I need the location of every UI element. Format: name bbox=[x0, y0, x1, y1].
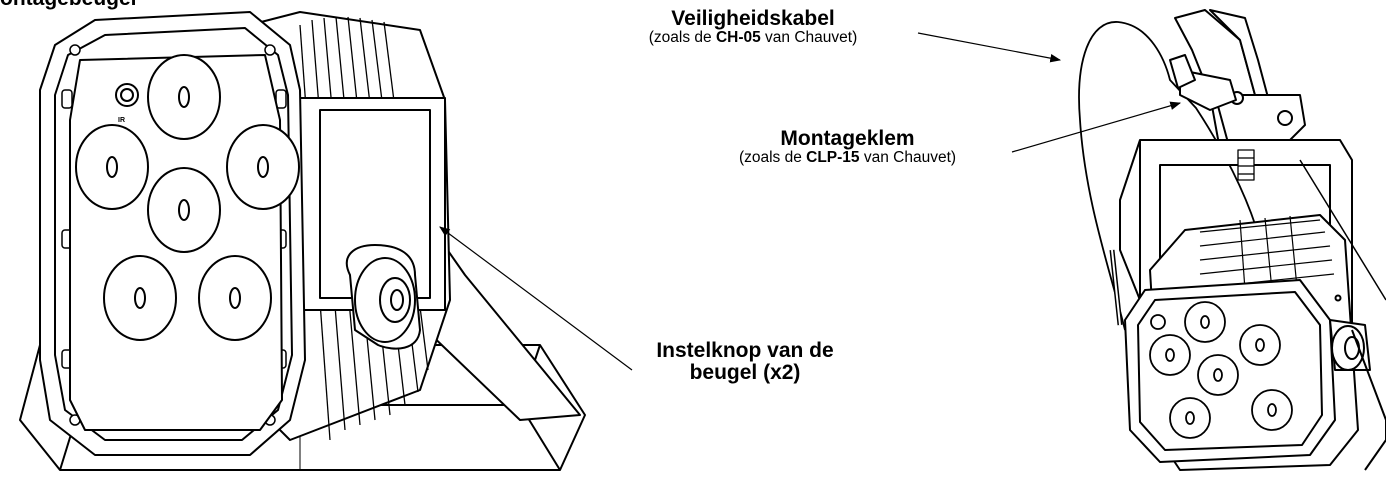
ir-label: IR bbox=[118, 117, 125, 124]
arrow-safety-cable bbox=[917, 32, 1062, 63]
callout-arrows bbox=[439, 32, 1182, 371]
right-fixture bbox=[1078, 9, 1386, 471]
bracket-knob-right bbox=[1329, 319, 1371, 371]
label-safety-cable-title: Veiligheidskabel bbox=[671, 7, 835, 30]
page-title-fragment: ontagebeugel bbox=[0, 0, 137, 10]
led-lenses bbox=[75, 54, 300, 341]
led-lenses-right bbox=[1149, 301, 1293, 439]
arrow-mounting-clamp bbox=[1011, 101, 1182, 153]
left-fixture bbox=[19, 11, 586, 471]
label-mounting-clamp-title: Montageklem bbox=[780, 127, 915, 150]
label-safety-cable-subtitle: (zoals de CH-05 van Chauvet) bbox=[648, 29, 858, 47]
label-safety-cable: Veiligheidskabel (zoals de CH-05 van Cha… bbox=[583, 7, 923, 47]
arrow-bracket-knob bbox=[439, 226, 633, 371]
label-mounting-clamp: Montageklem (zoals de CLP-15 van Chauvet… bbox=[680, 127, 1015, 167]
label-bracket-knob-line2: beugel (x2) bbox=[689, 361, 801, 385]
bracket-knob bbox=[345, 244, 421, 350]
label-bracket-knob-line1: Instelknop van de bbox=[656, 339, 834, 362]
label-bracket-knob: Instelknop van de beugel (x2) bbox=[625, 339, 865, 385]
mounting-clamp bbox=[1169, 9, 1306, 169]
label-mounting-clamp-subtitle: (zoals de CLP-15 van Chauvet) bbox=[738, 149, 957, 167]
